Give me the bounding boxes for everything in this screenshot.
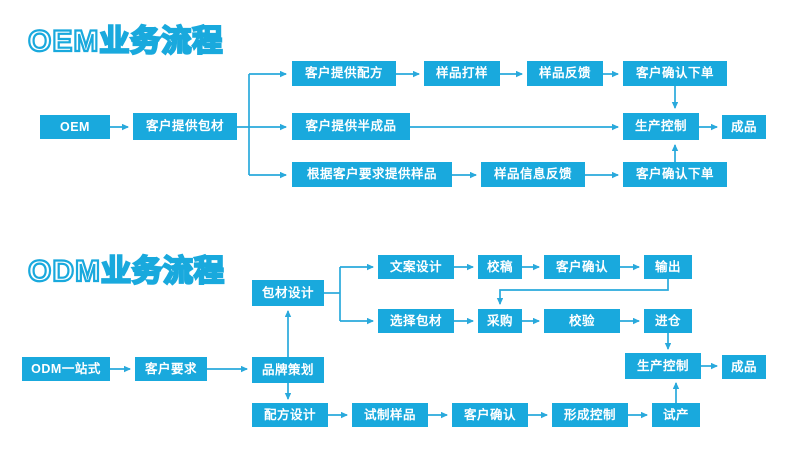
flow-node-oem_semi[interactable]: 客户提供半成品 xyxy=(292,113,410,140)
flow-node-odm_pkgdesign[interactable]: 包材设计 xyxy=(252,280,324,306)
flow-node-odm_product[interactable]: 成品 xyxy=(722,355,766,379)
flow-node-odm_verify[interactable]: 校验 xyxy=(544,309,620,333)
flow-node-odm_start[interactable]: ODM一站式 xyxy=(22,357,110,381)
flow-node-oem_confirm2[interactable]: 客户确认下单 xyxy=(623,162,727,187)
flow-node-odm_brand[interactable]: 品牌策划 xyxy=(252,357,324,383)
flow-node-odm_formctrl[interactable]: 形成控制 xyxy=(552,403,628,427)
flow-node-oem_control[interactable]: 生产控制 xyxy=(623,113,699,140)
flow-node-oem_custsample[interactable]: 根据客户要求提供样品 xyxy=(292,162,452,187)
wire-odm-output-purchase xyxy=(496,279,669,305)
flow-node-odm_output[interactable]: 输出 xyxy=(644,255,692,279)
flow-node-odm_proof[interactable]: 校稿 xyxy=(478,255,522,279)
flow-node-odm_request[interactable]: 客户要求 xyxy=(135,357,207,381)
flow-node-oem_start[interactable]: OEM xyxy=(40,115,110,139)
flow-node-odm_control[interactable]: 生产控制 xyxy=(625,353,701,379)
flow-node-odm_stockin[interactable]: 进仓 xyxy=(644,309,692,333)
flow-node-oem_formula[interactable]: 客户提供配方 xyxy=(292,61,396,86)
flow-node-odm_pilot[interactable]: 试产 xyxy=(652,403,700,427)
flow-node-odm_confirm2[interactable]: 客户确认 xyxy=(452,403,528,427)
flow-node-odm_formula[interactable]: 配方设计 xyxy=(252,403,328,427)
flow-node-odm_copy[interactable]: 文案设计 xyxy=(378,255,454,279)
flow-node-odm_purchase[interactable]: 采购 xyxy=(478,309,522,333)
flow-node-oem_sample[interactable]: 样品打样 xyxy=(424,61,500,86)
flow-node-oem_confirm1[interactable]: 客户确认下单 xyxy=(623,61,727,86)
flow-node-oem_product[interactable]: 成品 xyxy=(722,115,766,139)
flow-node-odm_selectpkg[interactable]: 选择包材 xyxy=(378,309,454,333)
flow-node-odm_confirm1[interactable]: 客户确认 xyxy=(544,255,620,279)
flow-node-odm_trial[interactable]: 试制样品 xyxy=(352,403,428,427)
section-title-odm: ODM业务流程 xyxy=(27,254,225,289)
flow-node-oem_packaging[interactable]: 客户提供包材 xyxy=(133,113,237,140)
flow-node-oem_feedback[interactable]: 样品反馈 xyxy=(527,61,603,86)
section-title-oem: OEM业务流程 xyxy=(27,24,224,59)
flow-node-oem_info[interactable]: 样品信息反馈 xyxy=(481,162,585,187)
